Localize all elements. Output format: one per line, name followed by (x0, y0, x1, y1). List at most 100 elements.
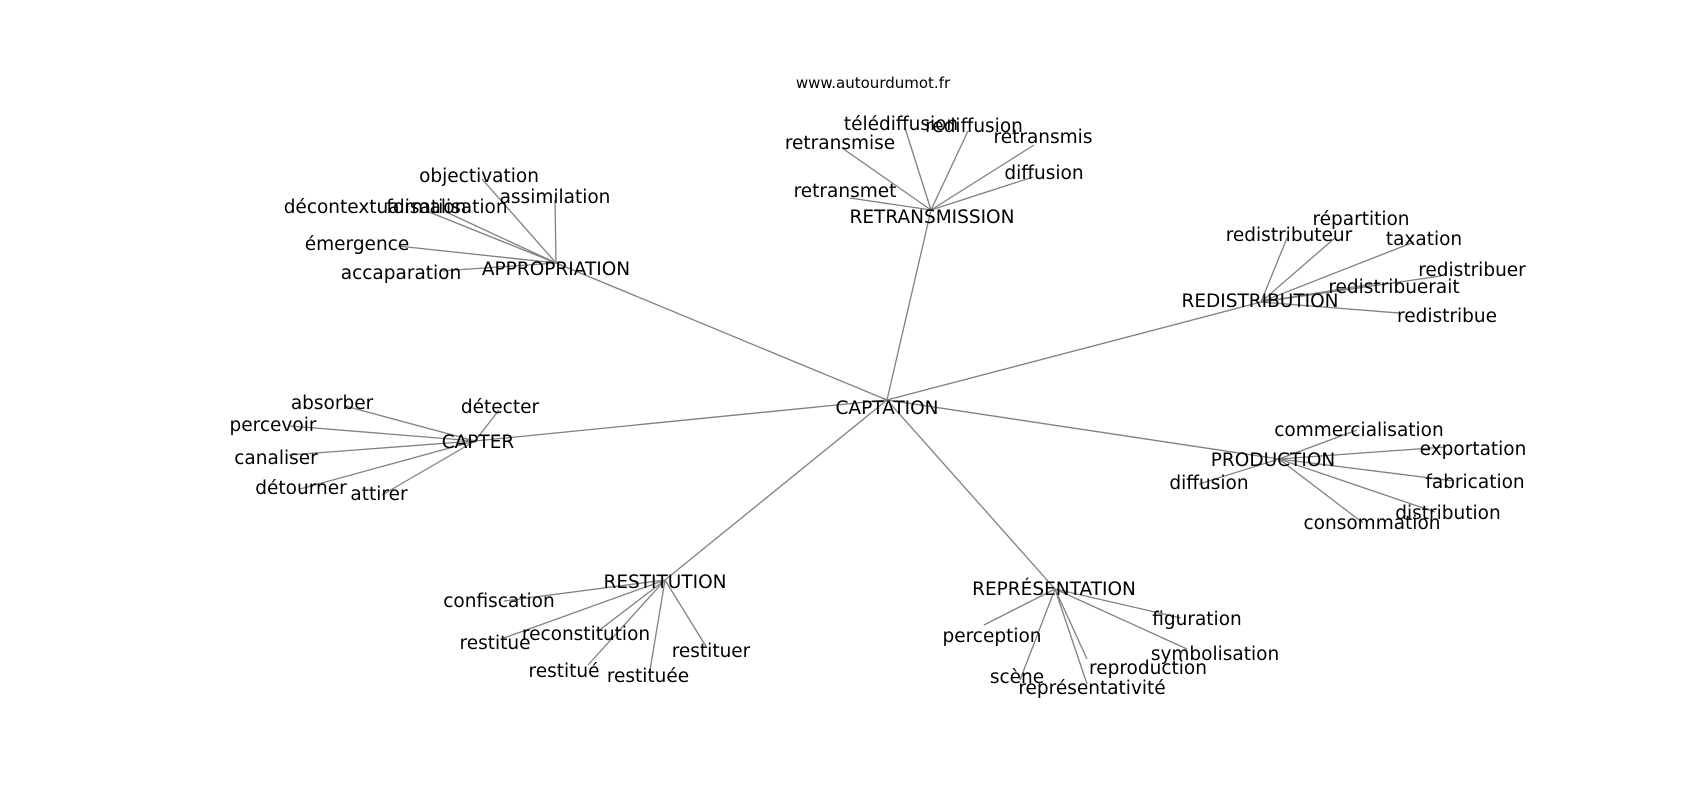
edge-production-consommation (1278, 458, 1364, 524)
word-node-restitue[interactable]: restitué (529, 661, 600, 682)
word-node-emergence[interactable]: émergence (305, 234, 409, 255)
edge-appropriation-assimilation (554, 199, 557, 264)
word-node-confiscation[interactable]: confiscation (443, 591, 554, 612)
word-node-scene[interactable]: scène (990, 667, 1044, 688)
edge-production-diffusion (1198, 458, 1280, 485)
word-node-retransmise[interactable]: retransmise (785, 133, 895, 154)
edge-captation-appropriation (555, 262, 888, 401)
edge-retransmission-diffusion (930, 176, 1034, 211)
hub-node-redistribution[interactable]: REDISTRIBUTION (1182, 291, 1339, 312)
word-node-repartition[interactable]: répartition (1312, 209, 1409, 230)
word-node-diffusion[interactable]: diffusion (1004, 163, 1083, 184)
word-node-restituer[interactable]: restituer (672, 641, 751, 662)
word-node-retransmet[interactable]: retransmet (794, 181, 897, 202)
edge-appropriation-accaparation (440, 262, 557, 272)
edge-redistribution-taxation (1260, 241, 1415, 303)
edge-appropriation-decontextualisation (428, 211, 557, 264)
word-node-decontextualisation[interactable]: décontextualisation (284, 197, 467, 218)
edge-representation-representativite (1054, 588, 1088, 685)
edge-representation-scene (1019, 588, 1056, 681)
edge-restitution-restitue (503, 579, 666, 639)
edge-capter-absorber (344, 405, 476, 442)
labels-layer: CAPTATIONRETRANSMISSIONtélédiffusionredi… (230, 114, 1527, 699)
edge-retransmission-telediffusion (904, 127, 932, 211)
word-node-redistribue[interactable]: redistribue (1397, 306, 1497, 327)
word-node-formalisation[interactable]: formalisation (386, 197, 507, 218)
word-node-reconstitution[interactable]: reconstitution (522, 624, 650, 645)
word-node-figuration[interactable]: figuration (1152, 609, 1242, 630)
edge-redistribution-redistribue (1260, 301, 1400, 314)
word-node-restituee[interactable]: restituée (607, 666, 689, 687)
word-node-distribution[interactable]: distribution (1395, 503, 1500, 524)
word-node-detourner[interactable]: détourner (255, 478, 347, 499)
word-node-symbolisation[interactable]: symbolisation (1151, 644, 1279, 665)
word-node-perception[interactable]: perception (942, 626, 1041, 647)
edge-production-distribution (1278, 458, 1436, 513)
edge-restitution-restitue (587, 579, 666, 666)
edge-retransmission-retransmis (930, 144, 1035, 211)
edge-captation-retransmission (886, 209, 932, 401)
edge-capter-attirer (381, 440, 476, 496)
word-node-assimilation[interactable]: assimilation (500, 187, 611, 208)
word-node-retransmis[interactable]: retransmis (994, 127, 1093, 148)
word-node-telediffusion[interactable]: télédiffusion (844, 114, 958, 135)
edge-appropriation-objectivation (481, 178, 557, 264)
edge-production-commercialisation (1278, 429, 1358, 460)
edge-redistribution-redistribuerait (1260, 282, 1380, 303)
edge-capter-detecter (474, 409, 500, 442)
word-node-rediffusion[interactable]: rediffusion (925, 116, 1023, 137)
edge-captation-production (886, 399, 1280, 460)
word-node-exportation[interactable]: exportation (1420, 439, 1527, 460)
hub-node-restitution[interactable]: RESTITUTION (603, 572, 726, 593)
hub-node-production[interactable]: PRODUCTION (1211, 450, 1335, 471)
edge-retransmission-retransmet (849, 197, 932, 211)
root-node-captation[interactable]: CAPTATION (836, 398, 939, 419)
word-node-commercialisation[interactable]: commercialisation (1274, 420, 1443, 441)
word-node-redistribuer[interactable]: redistribuer (1418, 260, 1526, 281)
word-node-detecter[interactable]: détecter (461, 397, 540, 418)
edge-appropriation-formalisation (445, 211, 557, 264)
edge-production-exportation (1278, 446, 1446, 460)
edges-layer (288, 127, 1455, 685)
edge-representation-symbolisation (1054, 588, 1188, 650)
hub-node-capter[interactable]: CAPTER (442, 432, 515, 453)
edge-restitution-reconstitution (596, 579, 666, 633)
edge-redistribution-repartition (1260, 236, 1337, 303)
word-node-redistribuerait[interactable]: redistribuerait (1328, 277, 1459, 298)
word-node-representativite[interactable]: représentativité (1018, 678, 1165, 699)
word-node-restitue[interactable]: restitue (460, 633, 531, 654)
edge-representation-figuration (1054, 588, 1182, 619)
edge-captation-redistribution (886, 301, 1262, 401)
edge-capter-canaliser (288, 440, 476, 456)
edge-capter-detourner (299, 440, 476, 490)
word-node-diffusion[interactable]: diffusion (1169, 473, 1248, 494)
word-node-percevoir[interactable]: percevoir (230, 415, 317, 436)
word-node-redistributeur[interactable]: redistributeur (1226, 225, 1353, 246)
edge-appropriation-emergence (397, 245, 557, 264)
word-node-objectivation[interactable]: objectivation (419, 166, 539, 187)
edge-representation-reproduction (1054, 588, 1088, 660)
hub-node-appropriation[interactable]: APPROPRIATION (482, 259, 630, 280)
word-node-fabrication[interactable]: fabrication (1425, 472, 1524, 493)
word-node-reproduction[interactable]: reproduction (1089, 658, 1207, 679)
edge-restitution-restituee (649, 579, 666, 671)
word-node-taxation[interactable]: taxation (1386, 229, 1462, 250)
edge-captation-capter (474, 399, 888, 442)
hub-node-representation[interactable]: REPRÉSENTATION (972, 578, 1136, 600)
edge-production-fabrication (1278, 458, 1455, 482)
word-node-consommation[interactable]: consommation (1304, 513, 1441, 534)
edge-restitution-confiscation (503, 579, 666, 602)
edge-restitution-restituer (664, 579, 708, 649)
edge-captation-restitution (664, 399, 888, 581)
edge-representation-perception (983, 588, 1056, 626)
word-node-accaparation[interactable]: accaparation (341, 263, 461, 284)
word-node-absorber[interactable]: absorber (291, 393, 374, 414)
word-node-attirer[interactable]: attirer (350, 484, 408, 505)
edge-retransmission-rediffusion (930, 130, 969, 211)
word-node-canaliser[interactable]: canaliser (234, 448, 318, 469)
edge-captation-representation (886, 399, 1056, 590)
site-credit: www.autourdumot.fr (796, 74, 951, 92)
edge-retransmission-retransmise (841, 147, 932, 211)
hub-node-retransmission[interactable]: RETRANSMISSION (850, 207, 1015, 228)
